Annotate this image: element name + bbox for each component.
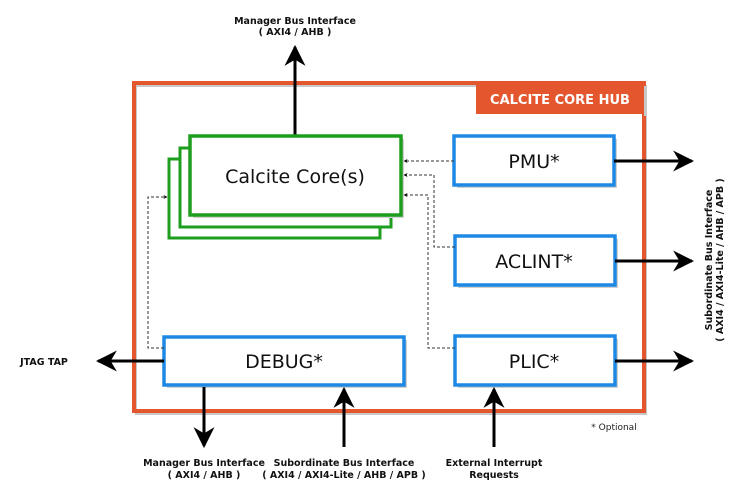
interrupt-label-line2: Requests — [469, 470, 519, 481]
top-manager-label-line1: Manager Bus Interface — [234, 16, 356, 27]
plic-label: PLIC* — [509, 351, 559, 373]
bottom-subordinate-label-line1: Subordinate Bus Interface — [274, 458, 415, 469]
hub-title-tab: CALCITE CORE HUB — [476, 83, 647, 116]
right-subordinate-label-line1: Subordinate Bus Interface — [704, 190, 715, 331]
core-label: Calcite Core(s) — [225, 166, 365, 188]
right-subordinate-label-line2: ( AXI4 / AXI4-Lite / AHB / APB ) — [715, 178, 726, 342]
aclint-to-core-link — [403, 173, 455, 248]
debug-block[interactable]: DEBUG* — [162, 335, 407, 388]
pmu-label: PMU* — [508, 151, 559, 173]
aclint-block[interactable]: ACLINT* — [453, 234, 618, 288]
hub-title: CALCITE CORE HUB — [490, 93, 630, 108]
bottom-manager-label-line1: Manager Bus Interface — [143, 458, 265, 469]
plic-to-core-link — [403, 193, 455, 349]
jtag-label: JTAG TAP — [19, 357, 68, 368]
interrupt-label-line1: External Interrupt — [446, 458, 543, 469]
aclint-label: ACLINT* — [495, 251, 572, 273]
bottom-subordinate-label-line2: ( AXI4 / AXI4-Lite / AHB / APB ) — [262, 470, 426, 481]
internal-dashed-links — [147, 159, 455, 349]
plic-block[interactable]: PLIC* — [453, 334, 618, 388]
debug-label: DEBUG* — [245, 351, 323, 373]
top-manager-label-line2: ( AXI4 / AHB ) — [259, 27, 332, 38]
right-subordinate-label: Subordinate Bus Interface ( AXI4 / AXI4-… — [704, 178, 726, 342]
calcite-core-stack[interactable]: Calcite Core(s) — [167, 134, 404, 240]
pmu-block[interactable]: PMU* — [452, 134, 617, 188]
bottom-manager-label-line2: ( AXI4 / AHB ) — [168, 470, 241, 481]
optional-note: * Optional — [591, 423, 636, 433]
debug-to-core-link — [147, 195, 168, 349]
